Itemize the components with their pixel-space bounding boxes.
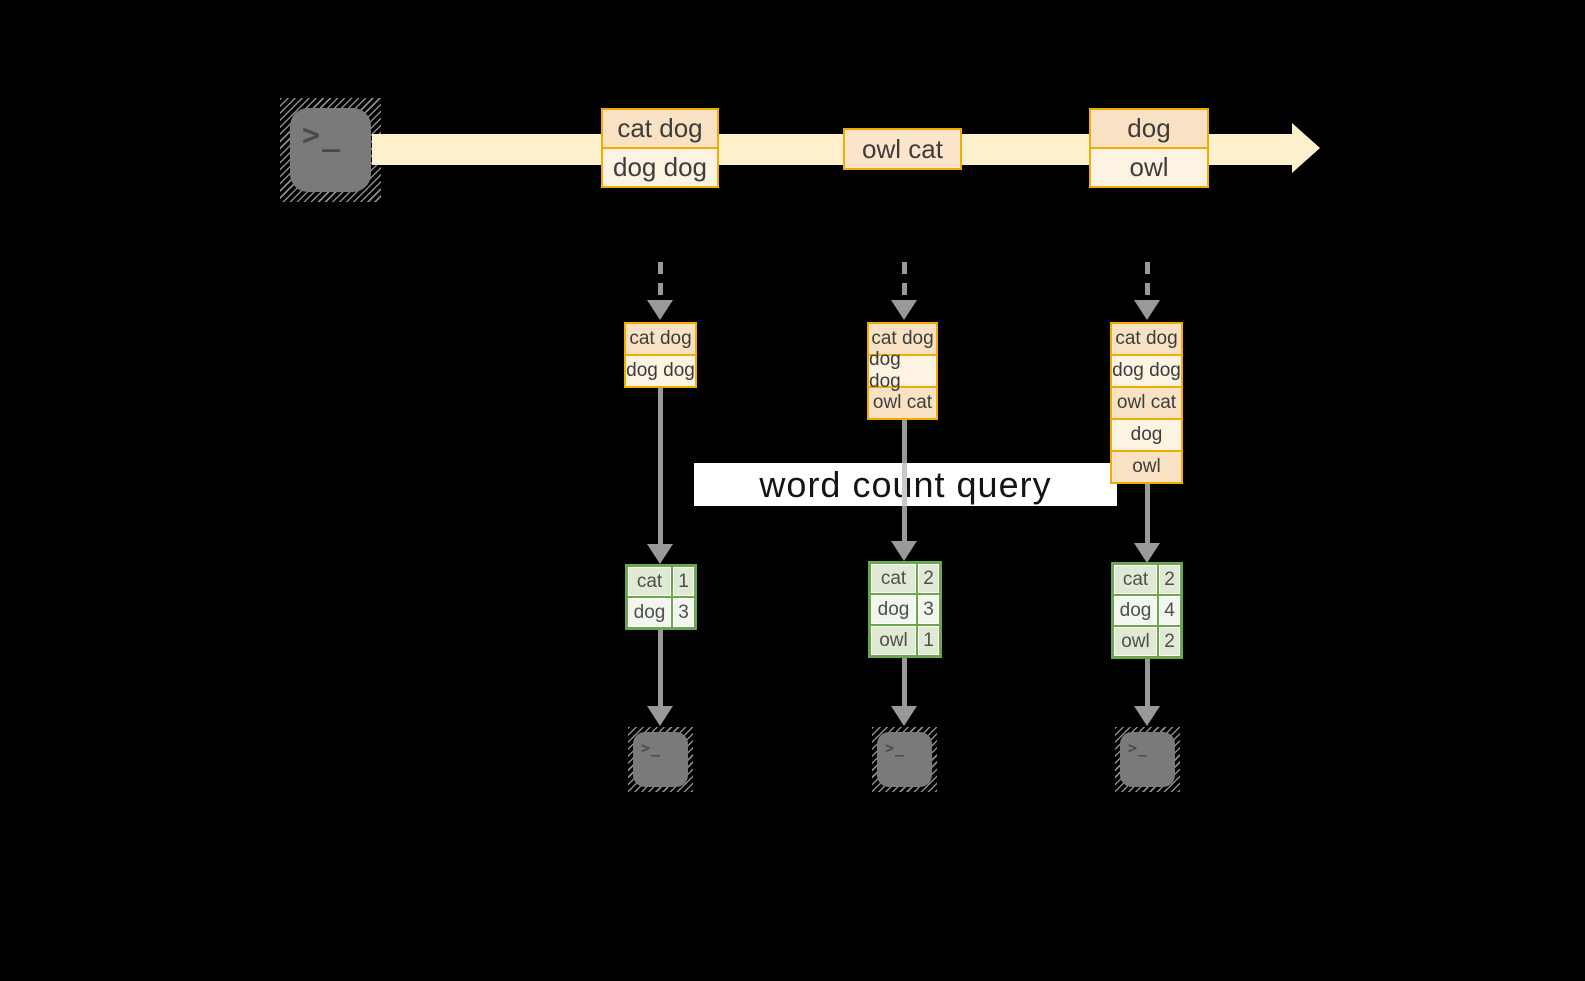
- ingest-arrow-line: [658, 262, 663, 300]
- source-terminal-icon: >_: [280, 98, 381, 202]
- stream-arrow-head-icon: [1292, 123, 1320, 173]
- buffer-record: cat dog: [1112, 324, 1181, 354]
- count-value: 2: [1159, 627, 1180, 656]
- terminal-prompt-icon: >_: [1128, 739, 1149, 757]
- buffer-record: dog dog: [626, 356, 695, 386]
- flow-line: [1145, 484, 1150, 543]
- arrowhead-icon: [647, 300, 673, 320]
- count-value: 2: [918, 564, 939, 593]
- count-key: cat: [628, 567, 671, 596]
- flow-line-over-label: [902, 463, 907, 506]
- stream-record: dog: [1091, 110, 1207, 147]
- count-key: owl: [871, 626, 916, 655]
- sink-terminal-icon-1: >_: [628, 727, 693, 792]
- count-value: 1: [918, 626, 939, 655]
- buffer-stack-3: cat dog dog dog owl cat dog owl: [1110, 322, 1183, 484]
- buffer-record: owl: [1112, 452, 1181, 482]
- buffer-record: dog: [1112, 420, 1181, 450]
- flow-line: [658, 388, 663, 544]
- buffer-stack-1: cat dog dog dog: [624, 322, 697, 388]
- terminal-body: >_: [877, 732, 932, 787]
- stream-event-3: dog owl: [1089, 108, 1209, 188]
- buffer-record: owl cat: [869, 388, 936, 418]
- count-table-3: cat 2 dog 4 owl 2: [1111, 562, 1183, 659]
- buffer-record: cat dog: [869, 324, 936, 354]
- sink-terminal-icon-2: >_: [872, 727, 937, 792]
- stream-record: dog dog: [603, 149, 717, 186]
- buffer-record: dog dog: [869, 349, 936, 392]
- stream-event-2: owl cat: [843, 128, 962, 170]
- arrowhead-icon: [1134, 300, 1160, 320]
- flow-line: [902, 506, 907, 541]
- count-key: owl: [1114, 627, 1157, 656]
- arrowhead-icon: [891, 706, 917, 726]
- sink-terminal-icon-3: >_: [1115, 727, 1180, 792]
- buffer-record: owl cat: [1112, 388, 1181, 418]
- count-value: 3: [673, 598, 694, 627]
- ingest-arrow-line: [902, 262, 907, 300]
- terminal-prompt-icon: >_: [641, 739, 662, 757]
- buffer-record: dog dog: [1112, 356, 1181, 386]
- count-key: dog: [1114, 596, 1157, 625]
- terminal-body: >_: [290, 108, 371, 192]
- ingest-arrow-line: [1145, 262, 1150, 300]
- stream-record: owl cat: [845, 130, 960, 168]
- stream-record: owl: [1091, 149, 1207, 186]
- arrowhead-icon: [891, 300, 917, 320]
- count-value: 2: [1159, 565, 1180, 594]
- flow-line: [902, 658, 907, 706]
- arrowhead-icon: [647, 706, 673, 726]
- arrowhead-icon: [647, 544, 673, 564]
- flow-line: [902, 420, 907, 463]
- arrowhead-icon: [891, 541, 917, 561]
- terminal-body: >_: [633, 732, 688, 787]
- arrowhead-icon: [1134, 543, 1160, 563]
- flow-line: [658, 630, 663, 706]
- buffer-record: cat dog: [626, 324, 695, 354]
- count-key: cat: [1114, 565, 1157, 594]
- terminal-body: >_: [1120, 732, 1175, 787]
- terminal-prompt-icon: >_: [885, 739, 906, 757]
- count-key: dog: [871, 595, 916, 624]
- count-table-2: cat 2 dog 3 owl 1: [868, 561, 942, 658]
- flow-line: [1145, 659, 1150, 706]
- count-key: dog: [628, 598, 671, 627]
- count-value: 3: [918, 595, 939, 624]
- stream-record: cat dog: [603, 110, 717, 147]
- buffer-stack-2: cat dog dog dog owl cat: [867, 322, 938, 420]
- count-key: cat: [871, 564, 916, 593]
- count-table-1: cat 1 dog 3: [625, 564, 697, 630]
- arrowhead-icon: [1134, 706, 1160, 726]
- count-value: 4: [1159, 596, 1180, 625]
- stream-event-1: cat dog dog dog: [601, 108, 719, 188]
- count-value: 1: [673, 567, 694, 596]
- terminal-prompt-icon: >_: [302, 118, 343, 153]
